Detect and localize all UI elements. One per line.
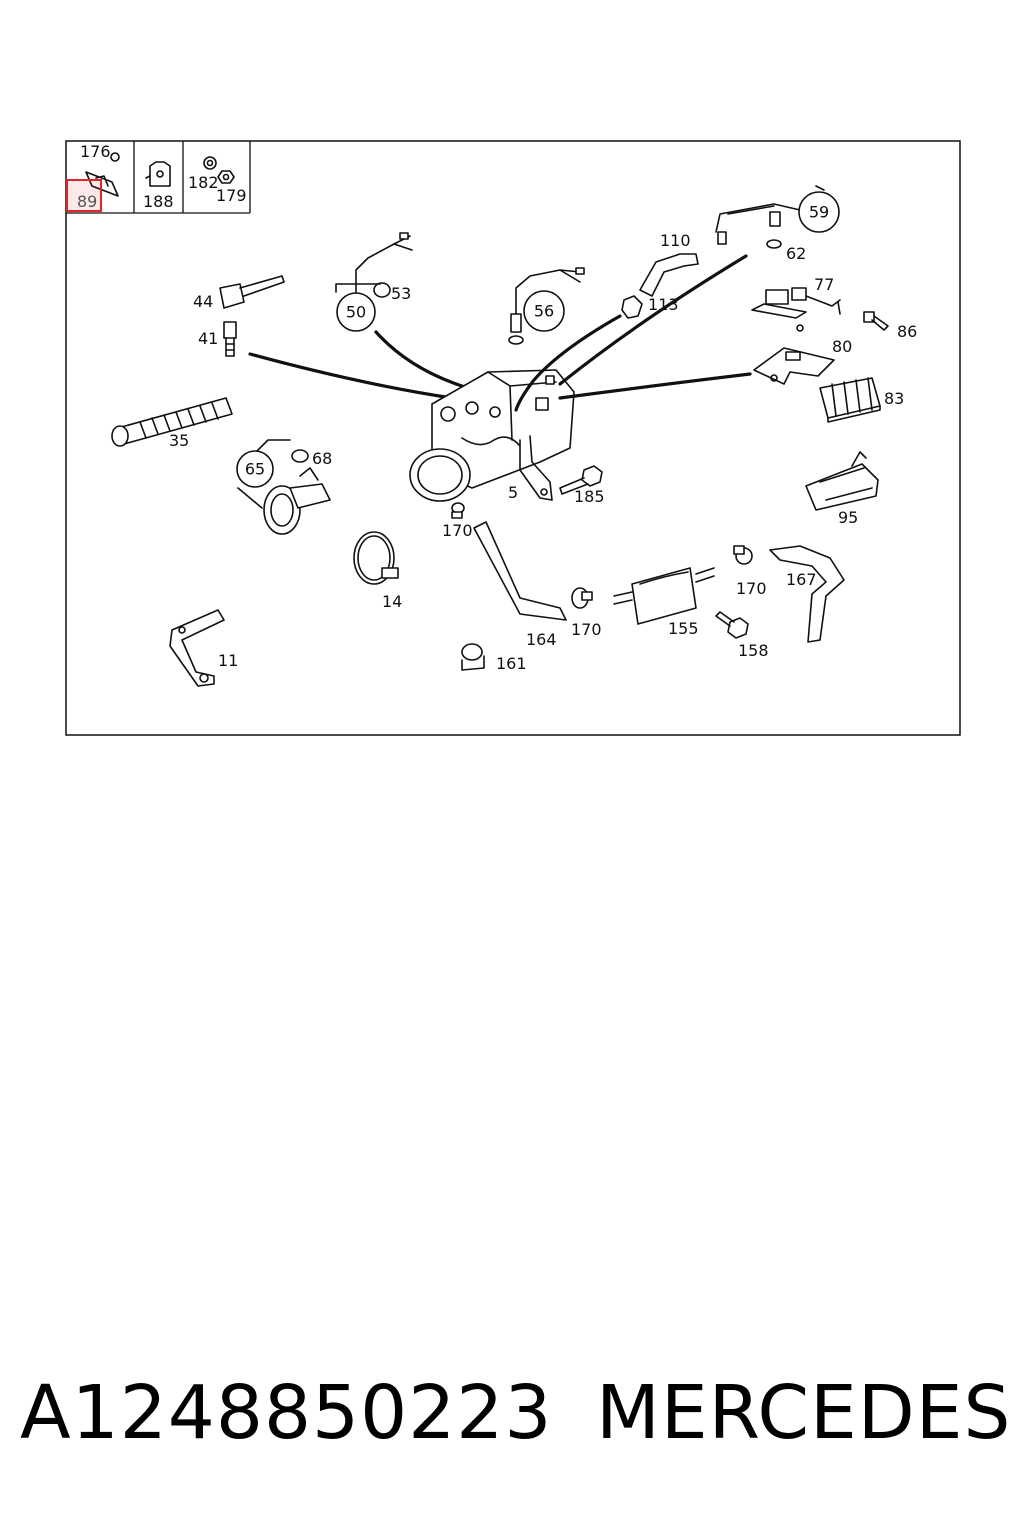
callout-155: 155 bbox=[668, 619, 699, 638]
callout-77: 77 bbox=[814, 275, 834, 294]
callout-83: 83 bbox=[884, 389, 904, 408]
part-35-flex-hose[interactable] bbox=[111, 397, 233, 447]
callout-167: 167 bbox=[786, 570, 817, 589]
callout-170c: 170 bbox=[736, 579, 767, 598]
part-170-clamp-c[interactable] bbox=[733, 545, 753, 565]
callout-68: 68 bbox=[312, 449, 332, 468]
callout-14: 14 bbox=[382, 592, 402, 611]
diagram-frame bbox=[65, 140, 961, 736]
callout-95: 95 bbox=[838, 508, 858, 527]
parts-diagram: 176 89 188 182 179 44 41 35 bbox=[65, 140, 961, 736]
callout-circle-65 bbox=[236, 450, 274, 488]
part-110-hose[interactable] bbox=[639, 253, 699, 297]
part-14-hose-clamp[interactable] bbox=[353, 531, 399, 585]
callout-113: 113 bbox=[648, 295, 679, 314]
part-83-fuse-block[interactable] bbox=[819, 377, 881, 423]
callout-80: 80 bbox=[832, 337, 852, 356]
part-44-sensor-cap[interactable] bbox=[219, 275, 285, 309]
part-80-bracket[interactable] bbox=[753, 347, 835, 385]
callout-50: 50 bbox=[346, 303, 366, 322]
callout-170b: 170 bbox=[571, 620, 602, 639]
part-68-oring[interactable] bbox=[291, 449, 309, 463]
callout-158: 158 bbox=[738, 641, 769, 660]
part-182-179-nuts[interactable] bbox=[203, 156, 235, 184]
callout-59: 59 bbox=[809, 203, 829, 222]
heater-unit-5[interactable] bbox=[409, 369, 575, 502]
part-113-cap[interactable] bbox=[621, 295, 643, 319]
part-53-oring[interactable] bbox=[373, 282, 391, 298]
part-188-bracket[interactable] bbox=[145, 161, 171, 187]
callout-188: 188 bbox=[143, 192, 174, 211]
callout-62: 62 bbox=[786, 244, 806, 263]
part-155-muffler[interactable] bbox=[613, 567, 715, 625]
part-176-clip[interactable] bbox=[85, 152, 120, 197]
callout-56: 56 bbox=[534, 302, 554, 321]
callout-161: 161 bbox=[496, 654, 527, 673]
part-number: A1248850223 bbox=[20, 1370, 553, 1456]
header-boxes bbox=[66, 141, 251, 214]
arrow-56 bbox=[514, 314, 622, 412]
part-95-heat-shield[interactable] bbox=[805, 451, 879, 511]
arrow-80 bbox=[558, 372, 752, 400]
callout-110: 110 bbox=[660, 231, 691, 250]
callout-89: 89 bbox=[77, 192, 97, 211]
part-11-bracket[interactable] bbox=[169, 609, 225, 687]
arrow-110 bbox=[558, 254, 748, 386]
callout-185: 185 bbox=[574, 487, 605, 506]
part-164-hose[interactable] bbox=[473, 521, 567, 621]
callout-circle-50 bbox=[336, 292, 376, 332]
callout-170a: 170 bbox=[442, 521, 473, 540]
callout-65: 65 bbox=[245, 460, 265, 479]
callout-53: 53 bbox=[391, 284, 411, 303]
part-167-hose[interactable] bbox=[769, 545, 845, 643]
part-170-clamp-b[interactable] bbox=[571, 587, 593, 609]
part-170-clamp-a[interactable] bbox=[451, 502, 465, 519]
callout-41: 41 bbox=[198, 329, 218, 348]
callout-35: 35 bbox=[169, 431, 189, 450]
callout-circle-56 bbox=[523, 290, 565, 332]
callout-164: 164 bbox=[526, 630, 557, 649]
part-59-fuel-line[interactable] bbox=[715, 185, 825, 245]
callout-44: 44 bbox=[193, 292, 213, 311]
arrow-50 bbox=[374, 330, 470, 390]
brand-name: MERCEDES bbox=[596, 1370, 1012, 1456]
part-56-sensor-lead[interactable] bbox=[508, 267, 585, 345]
callout-179: 179 bbox=[216, 186, 247, 205]
callout-176: 176 bbox=[80, 142, 111, 161]
callout-circle-59 bbox=[798, 191, 840, 233]
part-158-bolt[interactable] bbox=[715, 611, 749, 639]
callout-182: 182 bbox=[188, 173, 219, 192]
part-62-washer[interactable] bbox=[766, 239, 782, 249]
callout-5: 5 bbox=[508, 483, 518, 502]
part-77-relay[interactable] bbox=[751, 287, 841, 332]
part-185-bolt[interactable] bbox=[559, 465, 603, 495]
part-50-harness[interactable] bbox=[335, 232, 413, 293]
callout-86: 86 bbox=[897, 322, 917, 341]
part-41-sensor[interactable] bbox=[223, 321, 237, 357]
part-65-water-pump[interactable] bbox=[237, 439, 331, 535]
highlight-box-89[interactable] bbox=[66, 179, 102, 212]
arrow-41 bbox=[248, 352, 454, 400]
part-161-flange[interactable] bbox=[461, 643, 485, 671]
callout-11: 11 bbox=[218, 651, 238, 670]
part-86-screw[interactable] bbox=[863, 311, 889, 331]
